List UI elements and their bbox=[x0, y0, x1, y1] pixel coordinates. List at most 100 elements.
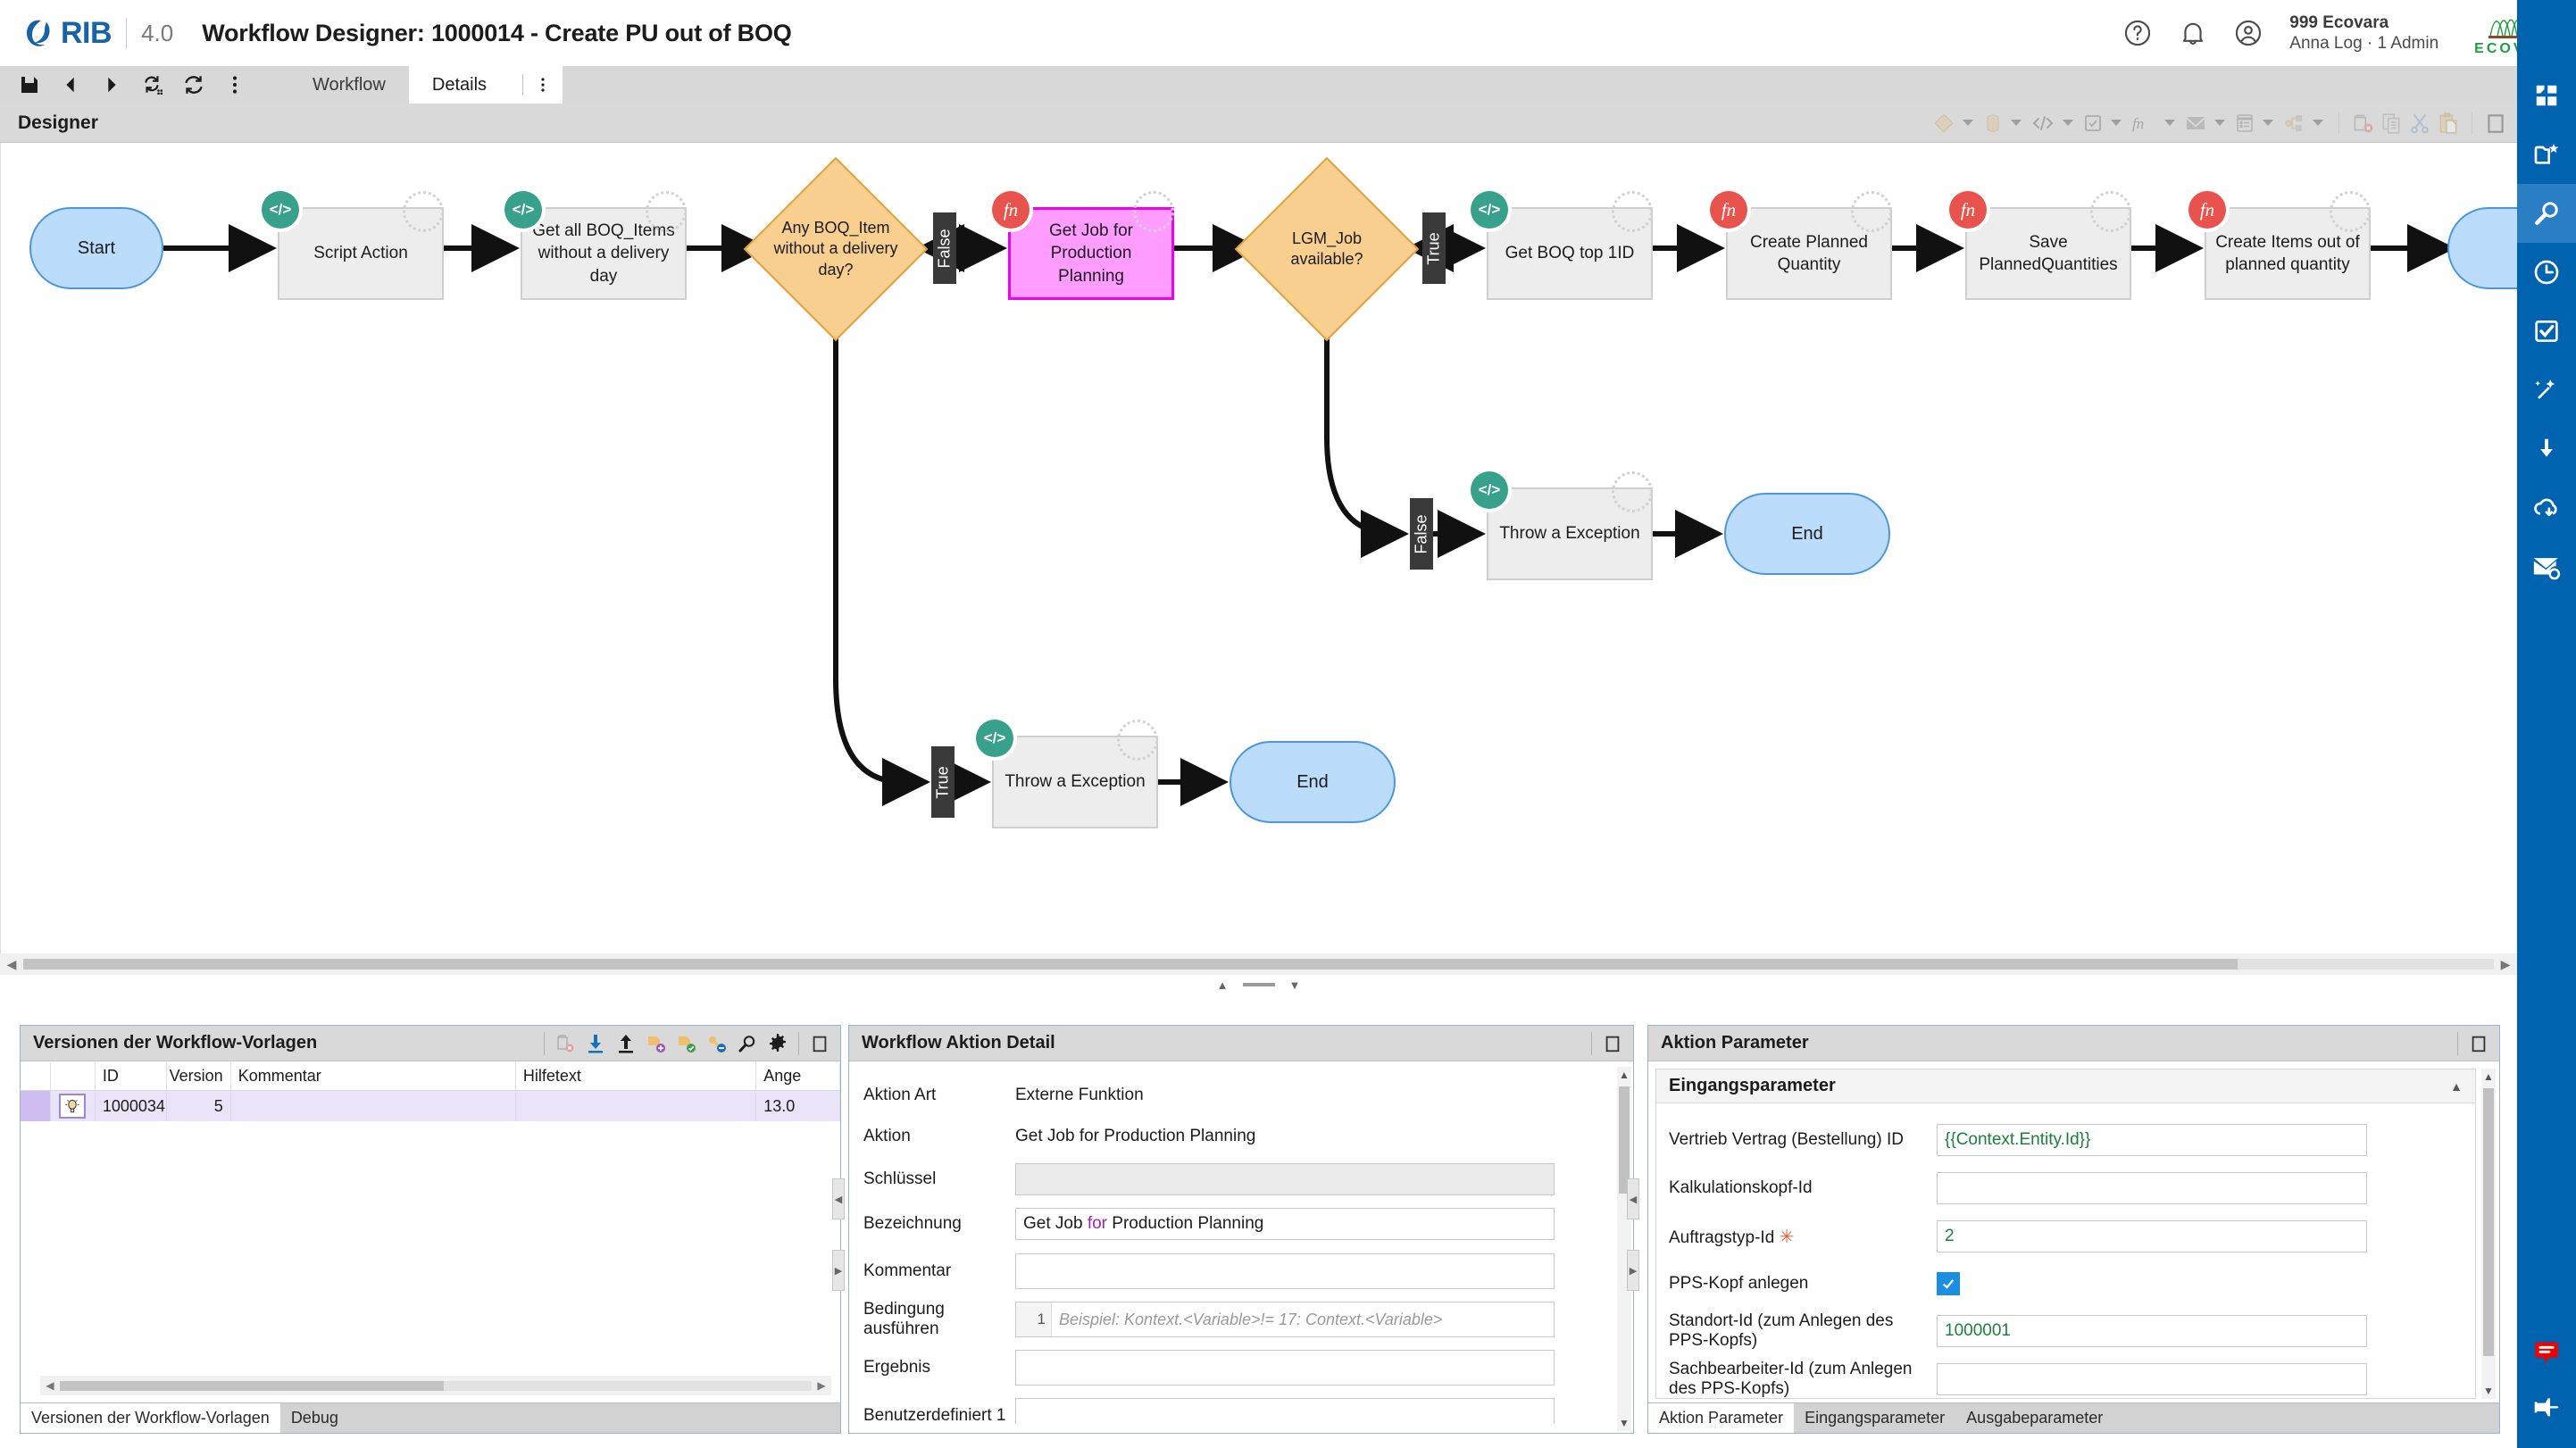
node-ghost-handle[interactable] bbox=[1117, 720, 1158, 761]
node-decision-lgm-job[interactable]: LGM_Job available? bbox=[1234, 156, 1420, 342]
node-end-1[interactable]: End bbox=[1230, 741, 1396, 823]
panel-splitter[interactable]: ▲ ▼ bbox=[0, 975, 2517, 994]
scroll-right-icon[interactable]: ▶ bbox=[2500, 956, 2511, 971]
param-checkbox-pps-kopf-anlegen[interactable] bbox=[1937, 1272, 1960, 1295]
tab-versionen[interactable]: Versionen der Workflow-Vorlagen bbox=[21, 1403, 280, 1433]
params-vertical-scrollbar[interactable]: ▲ ▼ bbox=[2481, 1069, 2496, 1399]
node-create-items[interactable]: Create Items out of planned quantity fn bbox=[2188, 191, 2371, 300]
maximize-icon[interactable] bbox=[2463, 1026, 2494, 1061]
maximize-icon[interactable] bbox=[804, 1026, 835, 1061]
node-ghost-handle[interactable] bbox=[1133, 191, 1174, 232]
remove-document-icon[interactable] bbox=[550, 1026, 580, 1061]
sync-workflow-icon[interactable] bbox=[132, 66, 173, 104]
code-shape-icon[interactable] bbox=[2028, 104, 2058, 143]
sidebar-item-history-clock[interactable] bbox=[2517, 243, 2576, 302]
sidebar-item-chat-bubble[interactable] bbox=[2517, 1323, 2576, 1382]
node-throw-exception-1[interactable]: Throw a Exception </> bbox=[976, 720, 1158, 828]
splitter-down-icon[interactable]: ▼ bbox=[1288, 978, 1301, 992]
subprocess-shape-icon[interactable] bbox=[2280, 104, 2308, 143]
question-mark-circle-icon[interactable] bbox=[2122, 17, 2154, 49]
tab-more-icon[interactable] bbox=[510, 66, 563, 104]
settings-icon[interactable] bbox=[763, 1026, 793, 1061]
download-icon[interactable] bbox=[580, 1026, 611, 1061]
upload-icon[interactable] bbox=[611, 1026, 641, 1061]
node-script-action[interactable]: Script Action </> bbox=[262, 191, 444, 300]
column-hilfetext[interactable]: Hilfetext bbox=[516, 1062, 757, 1090]
tab-aktion-parameter[interactable]: Aktion Parameter bbox=[1648, 1403, 1795, 1433]
scroll-track[interactable] bbox=[23, 959, 2494, 969]
cylinder-shape-icon[interactable] bbox=[1980, 104, 2006, 143]
deactivate-version-icon[interactable] bbox=[702, 1026, 732, 1061]
table-row[interactable]: 1000034 5 13.0 bbox=[21, 1091, 840, 1121]
node-ghost-handle[interactable] bbox=[646, 191, 687, 232]
node-ghost-handle[interactable] bbox=[1612, 191, 1653, 232]
node-end-2[interactable]: End bbox=[1724, 493, 1890, 575]
versions-table-scrollbar[interactable]: ◀ ▶ bbox=[40, 1376, 831, 1395]
maximize-icon[interactable] bbox=[2481, 104, 2510, 143]
refresh-icon[interactable] bbox=[173, 66, 214, 104]
tab-workflow[interactable]: Workflow bbox=[313, 74, 386, 95]
param-input-kalkulationskopf-id[interactable] bbox=[1937, 1172, 2367, 1204]
node-throw-exception-2[interactable]: Throw a Exception </> bbox=[1471, 471, 1653, 580]
sidebar-item-task-check[interactable] bbox=[2517, 302, 2576, 361]
field-input-kommentar[interactable] bbox=[1015, 1253, 1555, 1289]
scroll-right-icon[interactable]: ▶ bbox=[817, 1379, 826, 1392]
sidebar-item-mail[interactable] bbox=[2517, 537, 2576, 596]
param-input-auftragstyp-id[interactable]: 2 bbox=[1937, 1220, 2367, 1252]
scroll-down-icon[interactable]: ▼ bbox=[2483, 1385, 2494, 1397]
panel-resize-handle-right-2[interactable]: ▶ bbox=[1627, 1250, 1639, 1291]
search-icon[interactable] bbox=[732, 1026, 763, 1061]
scroll-track[interactable] bbox=[60, 1380, 812, 1391]
save-icon[interactable] bbox=[9, 66, 50, 104]
sidebar-item-pin[interactable] bbox=[2517, 1378, 2576, 1437]
maximize-icon[interactable] bbox=[1597, 1026, 1628, 1061]
sidebar-item-apps-grid[interactable] bbox=[2517, 66, 2576, 125]
node-save-planned-quantities[interactable]: Save PlannedQuantities fn bbox=[1949, 191, 2131, 300]
notification-bell-icon[interactable] bbox=[2177, 17, 2209, 49]
node-get-boq-top-1id[interactable]: Get BOQ top 1ID </> bbox=[1471, 191, 1653, 300]
scroll-up-icon[interactable]: ▲ bbox=[2483, 1070, 2494, 1083]
chevron-up-icon[interactable]: ▲ bbox=[2450, 1078, 2463, 1094]
scroll-thumb[interactable] bbox=[1619, 1086, 1630, 1194]
field-input-schluessel[interactable] bbox=[1015, 1163, 1555, 1195]
scroll-thumb[interactable] bbox=[2483, 1088, 2494, 1356]
detail-vertical-scrollbar[interactable]: ▲ ▼ bbox=[1617, 1067, 1631, 1431]
paste-icon[interactable] bbox=[2434, 104, 2463, 143]
node-ghost-handle[interactable] bbox=[1612, 471, 1653, 512]
scroll-thumb[interactable] bbox=[23, 959, 2238, 969]
user-avatar-icon[interactable] bbox=[2232, 17, 2264, 49]
mail-shape-icon[interactable] bbox=[2181, 104, 2210, 143]
scroll-down-icon[interactable]: ▼ bbox=[1619, 1417, 1630, 1429]
params-group-header[interactable]: Eingangsparameter ▲ bbox=[1656, 1069, 2475, 1103]
splitter-grip[interactable] bbox=[1242, 983, 1275, 986]
panel-resize-handle-right[interactable]: ◀ bbox=[1627, 1178, 1639, 1219]
node-start[interactable]: Start bbox=[29, 207, 163, 289]
param-input-vertrieb-vertrag-id[interactable]: {{Context.Entity.Id}} bbox=[1937, 1124, 2367, 1156]
node-ghost-handle[interactable] bbox=[1851, 191, 1892, 232]
back-arrow-icon[interactable] bbox=[50, 66, 91, 104]
delete-icon[interactable] bbox=[2348, 104, 2377, 143]
scroll-left-icon[interactable]: ◀ bbox=[6, 956, 17, 971]
column-version[interactable]: Version bbox=[167, 1062, 231, 1090]
copy-icon[interactable] bbox=[2377, 104, 2405, 143]
tab-debug[interactable]: Debug bbox=[290, 1409, 338, 1427]
workflow-canvas[interactable]: Start Script Action </> Get all BOQ_Item… bbox=[0, 143, 2517, 971]
node-get-boq-items[interactable]: Get all BOQ_Items without a delivery day… bbox=[504, 191, 687, 300]
lightbulb-icon[interactable] bbox=[59, 1094, 87, 1119]
scroll-thumb[interactable] bbox=[60, 1380, 444, 1391]
add-version-icon[interactable] bbox=[641, 1026, 671, 1061]
panel-resize-handle-left[interactable]: ◀ bbox=[832, 1178, 845, 1219]
node-ghost-handle[interactable] bbox=[2090, 191, 2131, 232]
sidebar-item-folder-star[interactable] bbox=[2517, 125, 2576, 184]
canvas-horizontal-scrollbar[interactable]: ◀ ▶ bbox=[0, 953, 2517, 975]
forward-arrow-icon[interactable] bbox=[91, 66, 132, 104]
fn-shape-icon[interactable]: fn bbox=[2128, 104, 2160, 143]
scroll-left-icon[interactable]: ◀ bbox=[46, 1379, 54, 1392]
panel-resize-handle-left-2[interactable]: ▶ bbox=[832, 1250, 845, 1291]
user-info[interactable]: 999 Ecovara Anna Log · 1 Admin bbox=[2289, 12, 2438, 54]
node-get-job-production-planning[interactable]: Get Job for Production Planning fn bbox=[992, 191, 1174, 300]
node-end-right-clipped[interactable] bbox=[2447, 207, 2517, 289]
scroll-up-icon[interactable]: ▲ bbox=[1619, 1069, 1630, 1081]
node-decision-any-boq-item[interactable]: Any BOQ_Item without a delivery day? bbox=[743, 156, 929, 342]
column-angelegt[interactable]: Ange bbox=[756, 1062, 840, 1090]
